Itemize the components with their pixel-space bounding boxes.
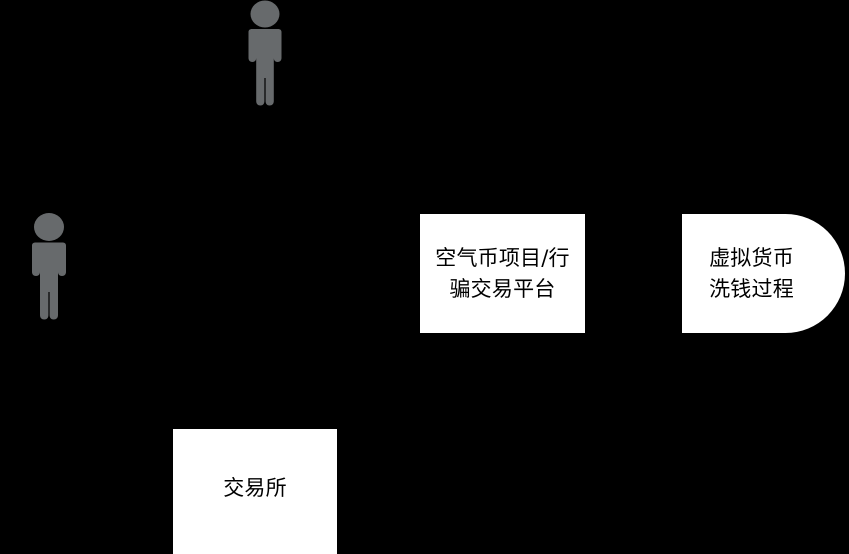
node-exchange[interactable]: 交易所 bbox=[173, 429, 337, 554]
node-air-coin-platform-label: 空气币项目/行 骗交易平台 bbox=[435, 245, 570, 301]
person-icon bbox=[237, 0, 293, 108]
node-crypto-laundering[interactable]: 虚拟货币 洗钱过程 bbox=[682, 214, 845, 333]
actor-left[interactable] bbox=[20, 212, 78, 322]
person-icon bbox=[20, 212, 78, 322]
node-crypto-laundering-label: 虚拟货币 洗钱过程 bbox=[709, 245, 794, 301]
actor-top[interactable] bbox=[237, 0, 293, 108]
node-air-coin-platform[interactable]: 空气币项目/行 骗交易平台 bbox=[420, 214, 585, 333]
node-exchange-label: 交易所 bbox=[223, 475, 287, 500]
